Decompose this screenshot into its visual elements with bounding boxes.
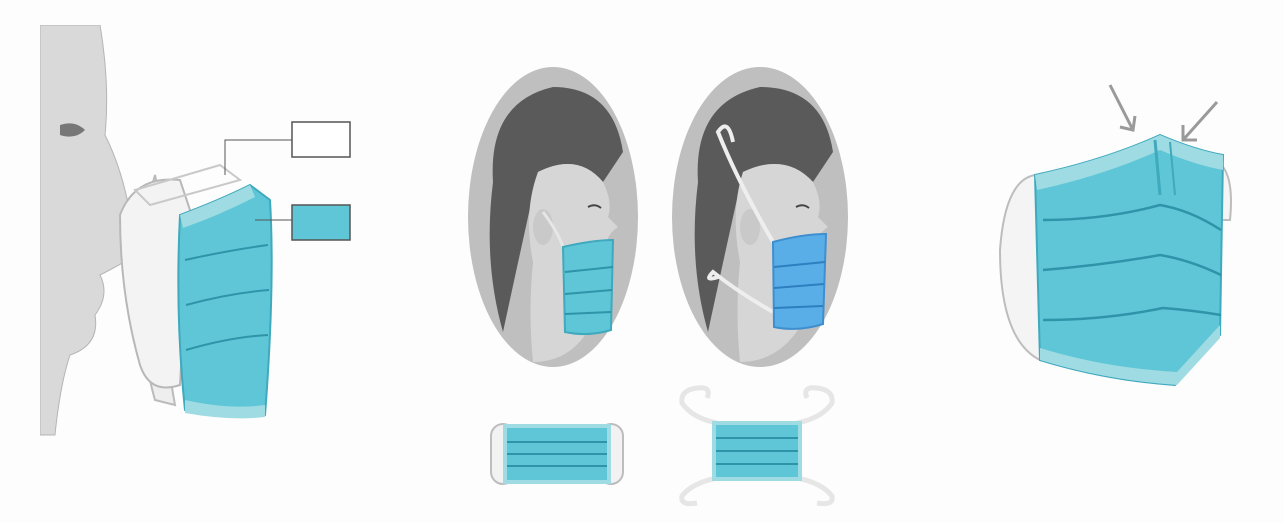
side-profile-illustration (40, 25, 380, 445)
ear-loop-left (1000, 175, 1040, 360)
callout-line-outer (225, 140, 292, 175)
panel-ear-loop-flat (487, 414, 627, 494)
ear-loop-flat-illustration (487, 414, 627, 494)
tie-bottom-right (797, 478, 832, 504)
mask-body (773, 234, 826, 329)
panel-tie-on-flat (672, 378, 842, 508)
arrow-right (1183, 102, 1217, 140)
panel-ear-loop-worn (463, 62, 643, 382)
callout-box-inner-layer (292, 205, 350, 240)
nose-wire-closeup-illustration (985, 80, 1245, 440)
tie-on-wearer-illustration (668, 62, 853, 382)
panel-tie-on-worn (668, 62, 853, 382)
mask-body (563, 240, 613, 334)
tie-top-left (682, 388, 717, 423)
ear-loop-wearer-illustration (463, 62, 643, 382)
tie-top-right (797, 388, 832, 423)
panel-side-profile (40, 25, 380, 445)
tie-bottom-left (682, 478, 717, 504)
arrow-left (1110, 85, 1135, 130)
callout-box-outer-layer (292, 122, 350, 157)
panel-nose-wire-closeup (985, 80, 1245, 440)
tie-on-flat-illustration (672, 378, 842, 508)
